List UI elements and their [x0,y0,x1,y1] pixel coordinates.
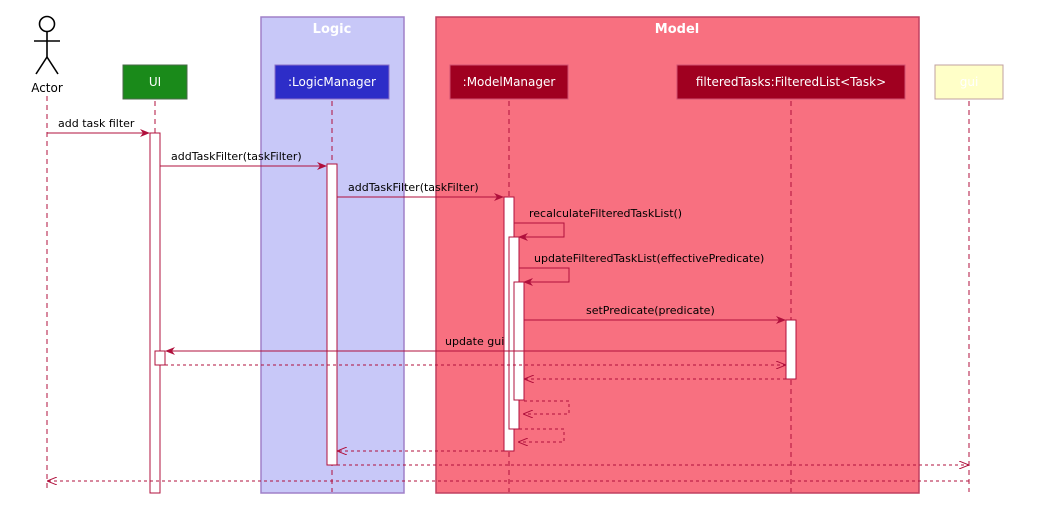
ui-activation-nested [154,350,166,366]
modelmanager-participant [449,64,569,100]
msg-update-filtered-label: updateFilteredTaskList(effectivePredicat… [534,252,764,265]
gui-participant [934,64,1004,100]
msg-recalculate-label: recalculateFilteredTaskList() [529,207,682,220]
logic-box-title: Logic [313,22,352,37]
model-box-title: Model [655,22,699,37]
filteredtasks-activation [785,319,797,380]
modelmanager-activation-inner [513,281,525,401]
self-return-inner [524,400,570,414]
actor-label: Actor [31,81,63,95]
msg-add-task-filter-label: add task filter [58,117,135,130]
logicmanager-activation [326,163,338,466]
gui-participant-label: gui [960,75,979,89]
ui-activation-main [149,132,161,494]
msg-recalculate-arrow [514,222,565,241]
filteredtasks-participant [676,64,906,100]
logicmanager-participant-label: :LogicManager [288,75,376,89]
filteredtasks-participant-label: filteredTasks:FilteredList<Task> [696,75,886,89]
modelmanager-participant-label: :ModelManager [463,75,556,89]
msg-setpredicate-label: setPredicate(predicate) [586,304,715,317]
ui-participant-label: UI [149,75,161,89]
msg-addtaskfilter-logic-label: addTaskFilter(taskFilter) [171,150,302,163]
msg-update-gui-label: update gui [445,335,504,348]
msg-update-filtered-arrow [519,267,570,286]
self-return-mid [519,428,565,442]
msg-addtaskfilter-model-label: addTaskFilter(taskFilter) [348,181,479,194]
logicmanager-participant [274,64,390,100]
ui-participant [122,64,188,100]
actor-icon [34,15,60,75]
